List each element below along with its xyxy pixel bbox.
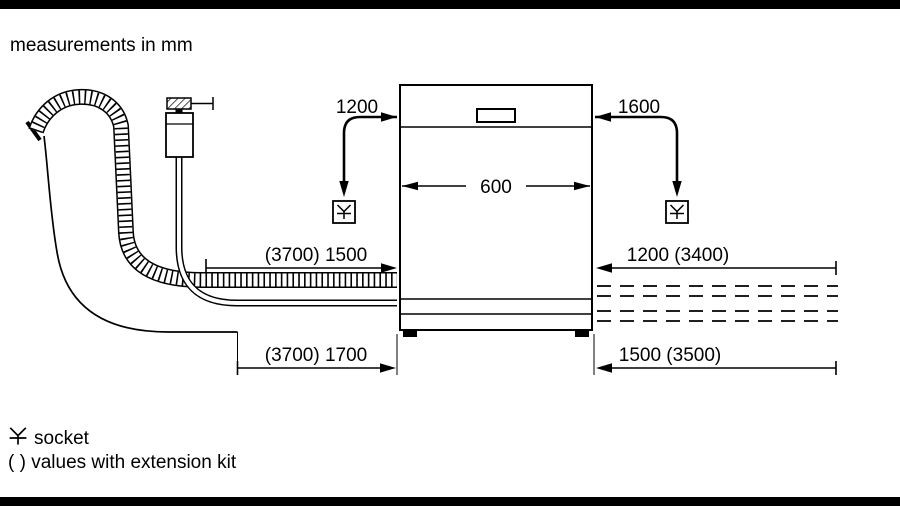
legend-extension-note: ( ) values with extension kit: [8, 452, 237, 473]
dishwasher-body: [399, 84, 593, 331]
socket-left: [332, 200, 356, 224]
socket-icon: [669, 204, 685, 219]
legend-socket-label: socket: [34, 428, 90, 449]
socket-icon: [336, 204, 352, 219]
dim-label-1500-3500: 1500 (3500): [619, 345, 721, 366]
foot-left: [403, 330, 417, 337]
page-title: measurements in mm: [10, 35, 193, 56]
dim-hose-right-upper: 1200 (3400): [596, 245, 837, 275]
dishwasher-front-view: [399, 84, 593, 337]
extension-hoses-dashed: [597, 285, 838, 322]
dim-label-1200: 1200: [336, 97, 378, 118]
dim-label-1600: 1600: [618, 97, 660, 118]
tap-level-mark: [191, 97, 214, 110]
dim-hose-right-lower: 1500 (3500): [593, 334, 837, 375]
dim-appliance-width: 600: [402, 174, 590, 198]
supply-hose: [165, 97, 397, 307]
dim-label-1200-3400: 1200 (3400): [627, 245, 729, 266]
dim-label-600: 600: [480, 177, 512, 198]
tap-icon: [166, 97, 192, 110]
legend: socket ( ) values with extension kit: [8, 427, 237, 473]
socket-icon: [9, 427, 27, 445]
dim-hose-left-upper: (3700) 1500: [205, 245, 397, 273]
dim-label-3700-1700: (3700) 1700: [265, 345, 367, 366]
dim-socket-left: 1200: [336, 97, 397, 197]
dim-socket-right: 1600: [595, 97, 682, 197]
power-cord: [43, 135, 238, 362]
dim-label-3700-1500: (3700) 1500: [265, 245, 367, 266]
top-bar: [0, 0, 900, 9]
socket-right: [665, 200, 689, 224]
dim-hose-left-lower: (3700) 1700: [236, 334, 398, 375]
aquastop-box: [165, 112, 194, 158]
foot-right: [575, 330, 589, 337]
control-panel-display: [476, 108, 516, 123]
bottom-bar: [0, 497, 900, 506]
drain-hose: [25, 88, 397, 288]
hose-end-cap: [25, 120, 42, 142]
